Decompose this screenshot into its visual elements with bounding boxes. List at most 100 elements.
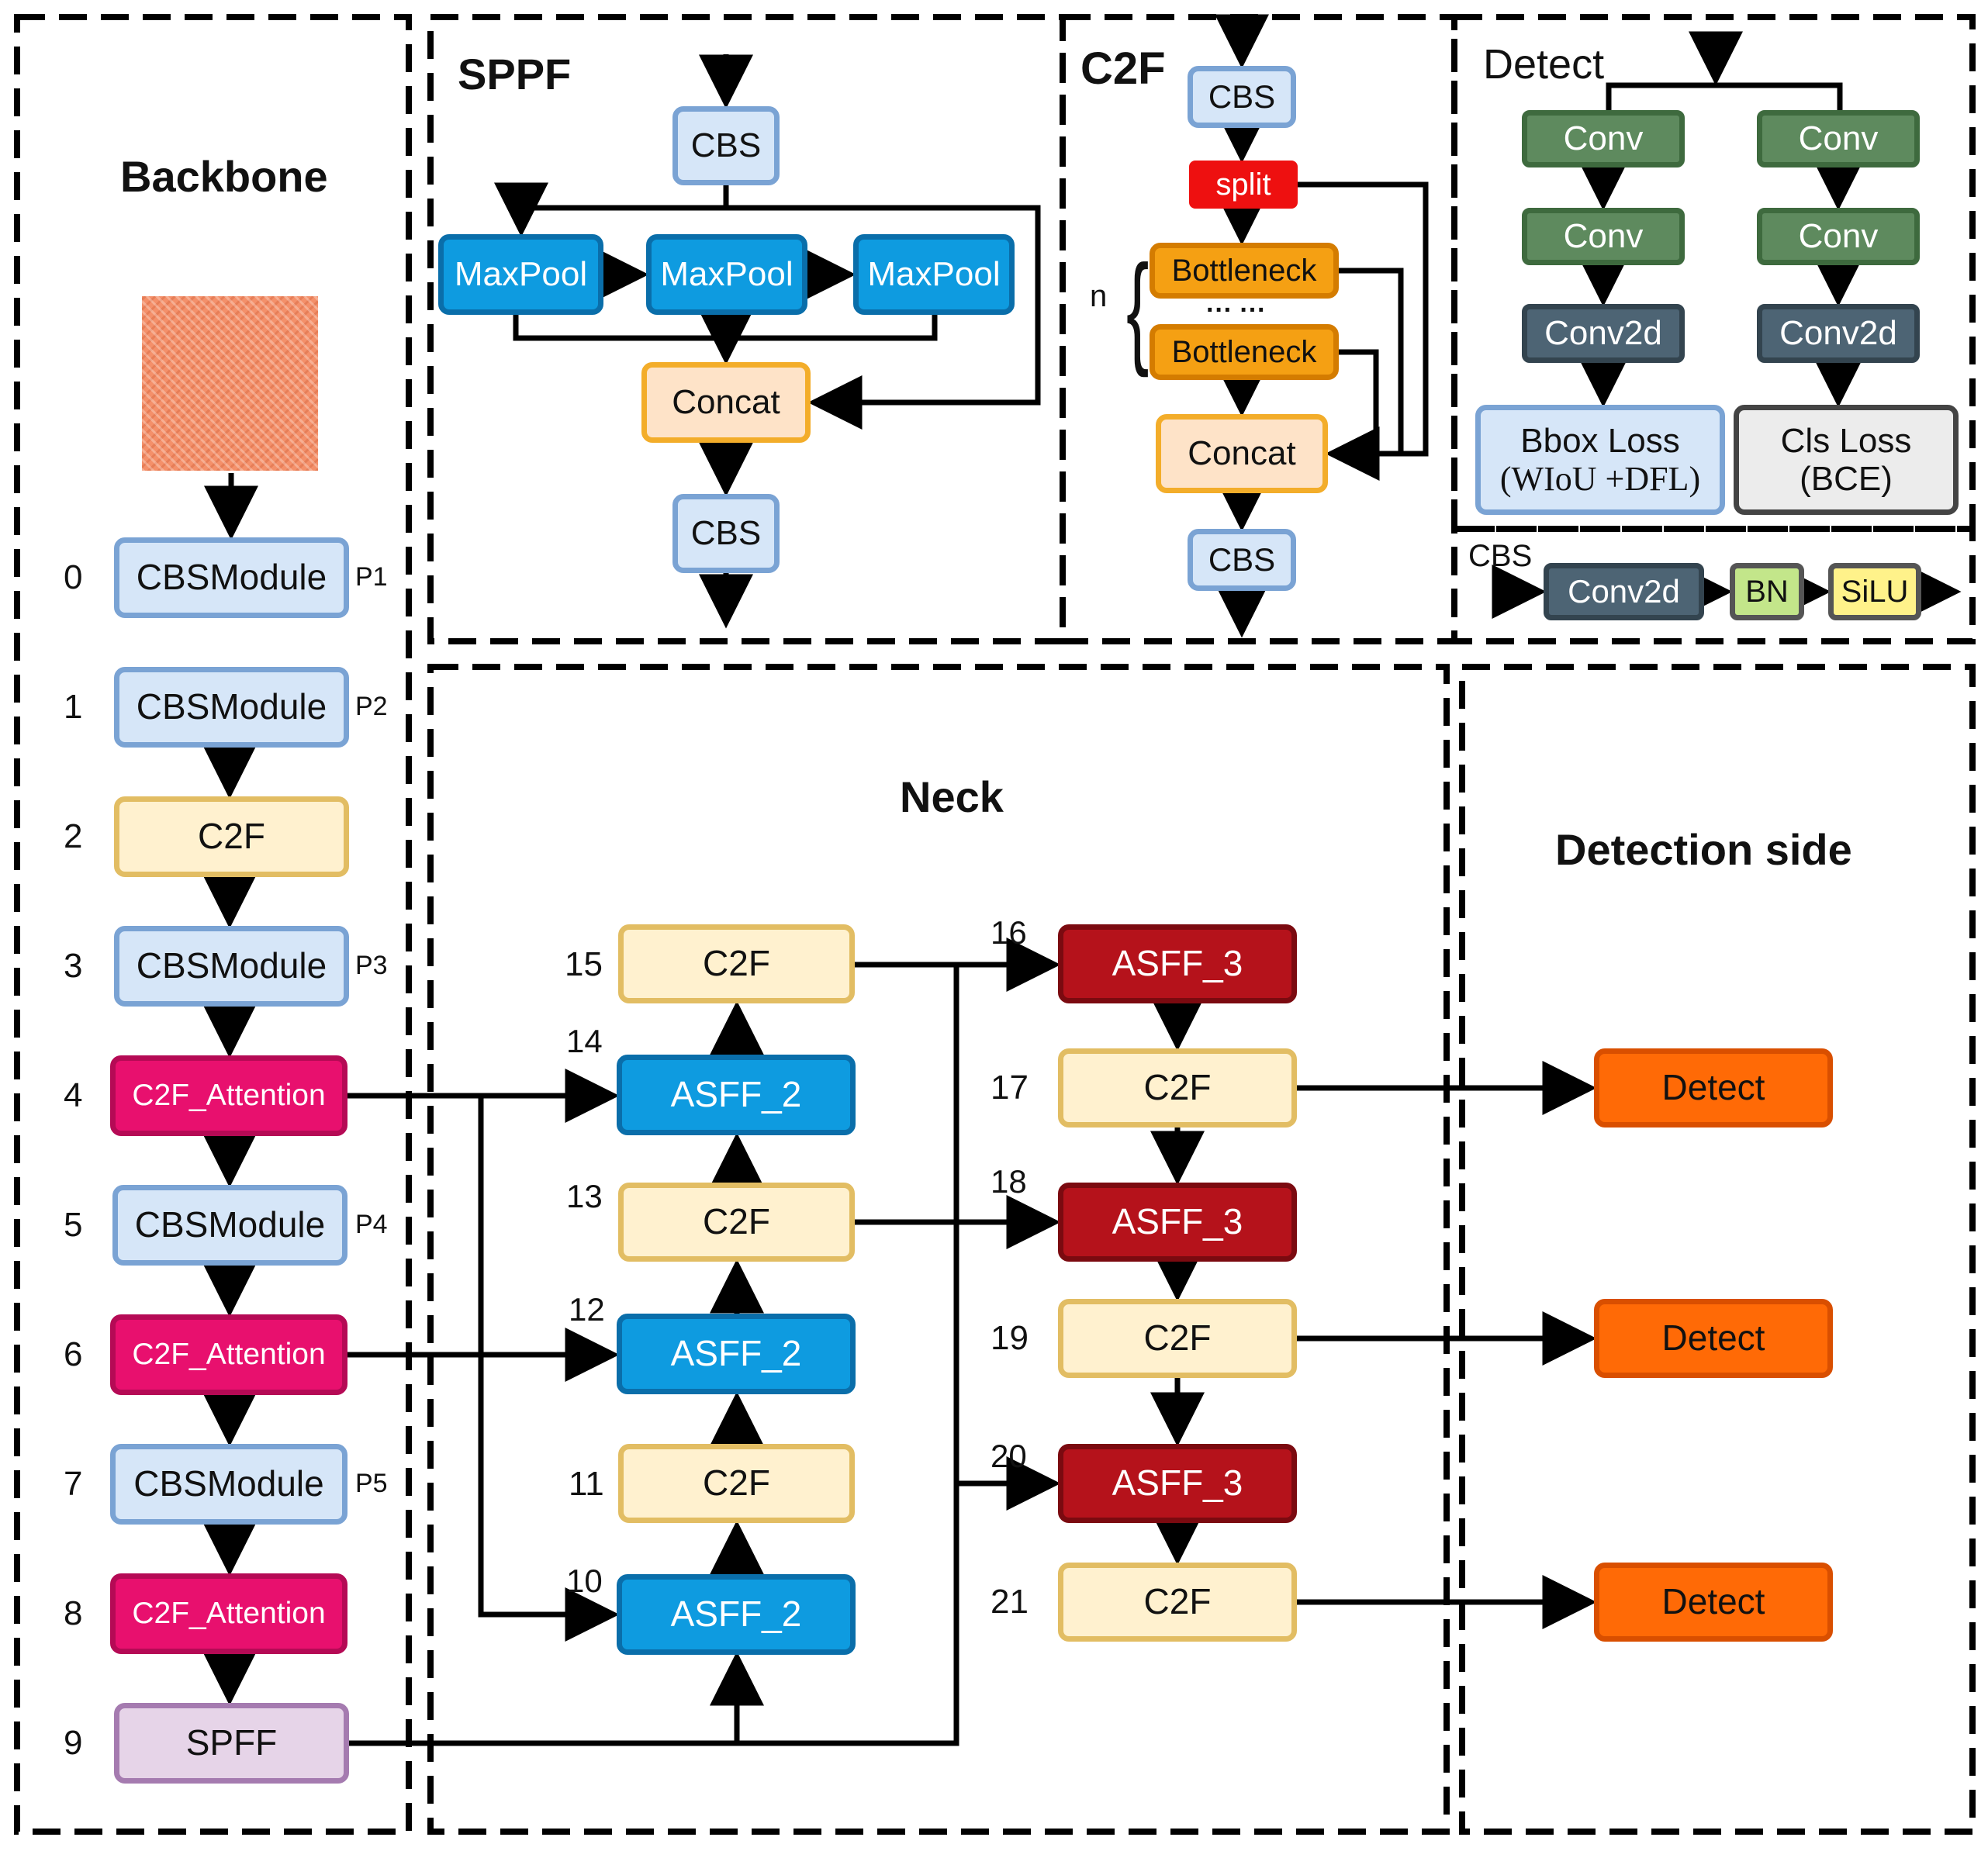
backbone-cbsmodule-0[interactable]: CBSModule xyxy=(114,537,349,618)
c2f-cbs-top[interactable]: CBS xyxy=(1188,66,1296,128)
detect-frame xyxy=(1451,14,1976,532)
c2f-ellipsis: ··· ··· xyxy=(1206,295,1267,325)
backbone-c2f-attention-4[interactable]: C2F_Attention xyxy=(110,1055,347,1136)
layer-index: 5 xyxy=(64,1206,83,1244)
c2f-split-bypass-arrow xyxy=(1298,181,1429,481)
detect-conv-left-1[interactable]: Conv xyxy=(1522,110,1685,167)
layer-index: 7 xyxy=(64,1465,83,1503)
detect-conv-left-2[interactable]: Conv xyxy=(1522,208,1685,265)
layer-index: 9 xyxy=(64,1724,83,1762)
layer-tag-p5: P5 xyxy=(355,1469,388,1498)
detect-split-line xyxy=(1606,82,1843,110)
neck-c2f-17[interactable]: C2F xyxy=(1058,1048,1297,1128)
backbone-cbsmodule-5[interactable]: CBSModule xyxy=(112,1185,347,1266)
backbone-frame xyxy=(14,14,412,1835)
cbs-silu[interactable]: SiLU xyxy=(1828,563,1921,620)
neck-frame xyxy=(427,664,1450,1835)
detect-conv2d-left[interactable]: Conv2d xyxy=(1522,304,1685,363)
detect-conv-right-2[interactable]: Conv xyxy=(1757,208,1920,265)
layer-index: 0 xyxy=(64,558,83,596)
sppf-cbs-bottom[interactable]: CBS xyxy=(672,494,780,573)
detect-head-2[interactable]: Detect xyxy=(1594,1299,1833,1378)
c2f-split[interactable]: split xyxy=(1189,161,1298,209)
neck-c2f-21[interactable]: C2F xyxy=(1058,1563,1297,1642)
neck-c2f-19[interactable]: C2F xyxy=(1058,1299,1297,1378)
c2f-n-label: n xyxy=(1090,279,1108,313)
cls-loss-title: Cls Loss xyxy=(1780,421,1912,460)
sppf-cbs-to-maxpool-arrow xyxy=(494,182,729,237)
backbone-cbsmodule-3[interactable]: CBSModule xyxy=(114,926,349,1007)
layer-index: 10 xyxy=(566,1563,603,1599)
layer-index: 13 xyxy=(566,1178,603,1214)
neck-asff3-16[interactable]: ASFF_3 xyxy=(1058,924,1297,1003)
backbone-cbsmodule-1[interactable]: CBSModule xyxy=(114,667,349,748)
layer-index: 11 xyxy=(569,1465,604,1503)
neck-asff2-12[interactable]: ASFF_2 xyxy=(617,1314,856,1394)
c2f-cbs-bottom[interactable]: CBS xyxy=(1188,529,1296,591)
detection-side-frame xyxy=(1459,664,1976,1835)
cls-loss[interactable]: Cls Loss (BCE) xyxy=(1734,405,1959,515)
neck-asff2-10[interactable]: ASFF_2 xyxy=(617,1574,856,1655)
c2f-title: C2F xyxy=(1080,43,1166,94)
c2f-attention-4-to-asff2-10-arrow xyxy=(478,1096,620,1642)
cbs-conv2d[interactable]: Conv2d xyxy=(1544,563,1704,620)
detect-title: Detect xyxy=(1483,41,1605,88)
layer-index: 6 xyxy=(64,1335,83,1373)
layer-index: 2 xyxy=(64,817,83,855)
sppf-concat[interactable]: Concat xyxy=(641,362,811,443)
layer-index: 15 xyxy=(565,945,603,983)
sppf-bypass-arrow xyxy=(726,205,1041,430)
detect-head-1[interactable]: Detect xyxy=(1594,1048,1833,1128)
input-image xyxy=(142,296,318,471)
neck-c2f-15[interactable]: C2F xyxy=(618,924,855,1003)
detection-side-title: Detection side xyxy=(1555,825,1852,874)
bbox-loss[interactable]: Bbox Loss (WIoU +DFL) xyxy=(1475,405,1725,515)
bbox-loss-detail: (WIoU +DFL) xyxy=(1499,460,1701,498)
layer-index: 21 xyxy=(991,1583,1029,1621)
layer-index: 3 xyxy=(64,947,83,985)
c2f-concat[interactable]: Concat xyxy=(1156,414,1328,493)
neck-asff3-18[interactable]: ASFF_3 xyxy=(1058,1183,1297,1262)
backbone-cbsmodule-7[interactable]: CBSModule xyxy=(110,1444,347,1525)
sppf-maxpool-1[interactable]: MaxPool xyxy=(438,234,603,315)
detect-conv-right-1[interactable]: Conv xyxy=(1757,110,1920,167)
layer-index: 20 xyxy=(991,1438,1027,1474)
detect-head-3[interactable]: Detect xyxy=(1594,1563,1833,1642)
sppf-title: SPPF xyxy=(458,50,572,98)
backbone-title: Backbone xyxy=(120,152,328,201)
sppf-maxpool-2[interactable]: MaxPool xyxy=(646,234,807,315)
cls-loss-detail: (BCE) xyxy=(1800,460,1893,498)
detect-conv2d-right[interactable]: Conv2d xyxy=(1757,304,1920,363)
backbone-spff-9[interactable]: SPFF xyxy=(114,1703,349,1784)
c2f-bottleneck-1[interactable]: Bottleneck xyxy=(1150,243,1339,299)
c2f-bottleneck-2-bypass-line xyxy=(1339,349,1379,454)
layer-index: 19 xyxy=(991,1319,1029,1357)
sppf-cbs-top[interactable]: CBS xyxy=(672,106,780,185)
neck-asff3-20[interactable]: ASFF_3 xyxy=(1058,1444,1297,1523)
cbs-bn[interactable]: BN xyxy=(1730,563,1804,620)
neck-c2f-11[interactable]: C2F xyxy=(618,1444,855,1523)
bbox-loss-title: Bbox Loss xyxy=(1520,421,1680,460)
neck-title: Neck xyxy=(900,772,1004,821)
neck-asff2-14[interactable]: ASFF_2 xyxy=(617,1055,856,1135)
cbs-frame xyxy=(1451,526,1976,644)
backbone-c2f-attention-8[interactable]: C2F_Attention xyxy=(110,1573,347,1654)
layer-tag-p2: P2 xyxy=(355,692,388,721)
backbone-c2f-2[interactable]: C2F xyxy=(114,796,349,877)
layer-index: 16 xyxy=(991,914,1027,951)
layer-tag-p4: P4 xyxy=(355,1210,388,1239)
layer-index: 12 xyxy=(569,1291,605,1328)
layer-index: 1 xyxy=(64,688,83,726)
sppf-maxpool-3[interactable]: MaxPool xyxy=(853,234,1015,315)
layer-tag-p1: P1 xyxy=(355,562,388,592)
layer-index: 4 xyxy=(64,1076,83,1114)
layer-index: 14 xyxy=(566,1023,603,1059)
c2f-brace: { xyxy=(1126,239,1150,378)
neck-c2f-13[interactable]: C2F xyxy=(618,1183,855,1262)
cbs-title: CBS xyxy=(1468,539,1533,573)
backbone-c2f-attention-6[interactable]: C2F_Attention xyxy=(110,1314,347,1395)
layer-index: 8 xyxy=(64,1594,83,1632)
c2f-bottleneck-2[interactable]: Bottleneck xyxy=(1150,324,1339,380)
